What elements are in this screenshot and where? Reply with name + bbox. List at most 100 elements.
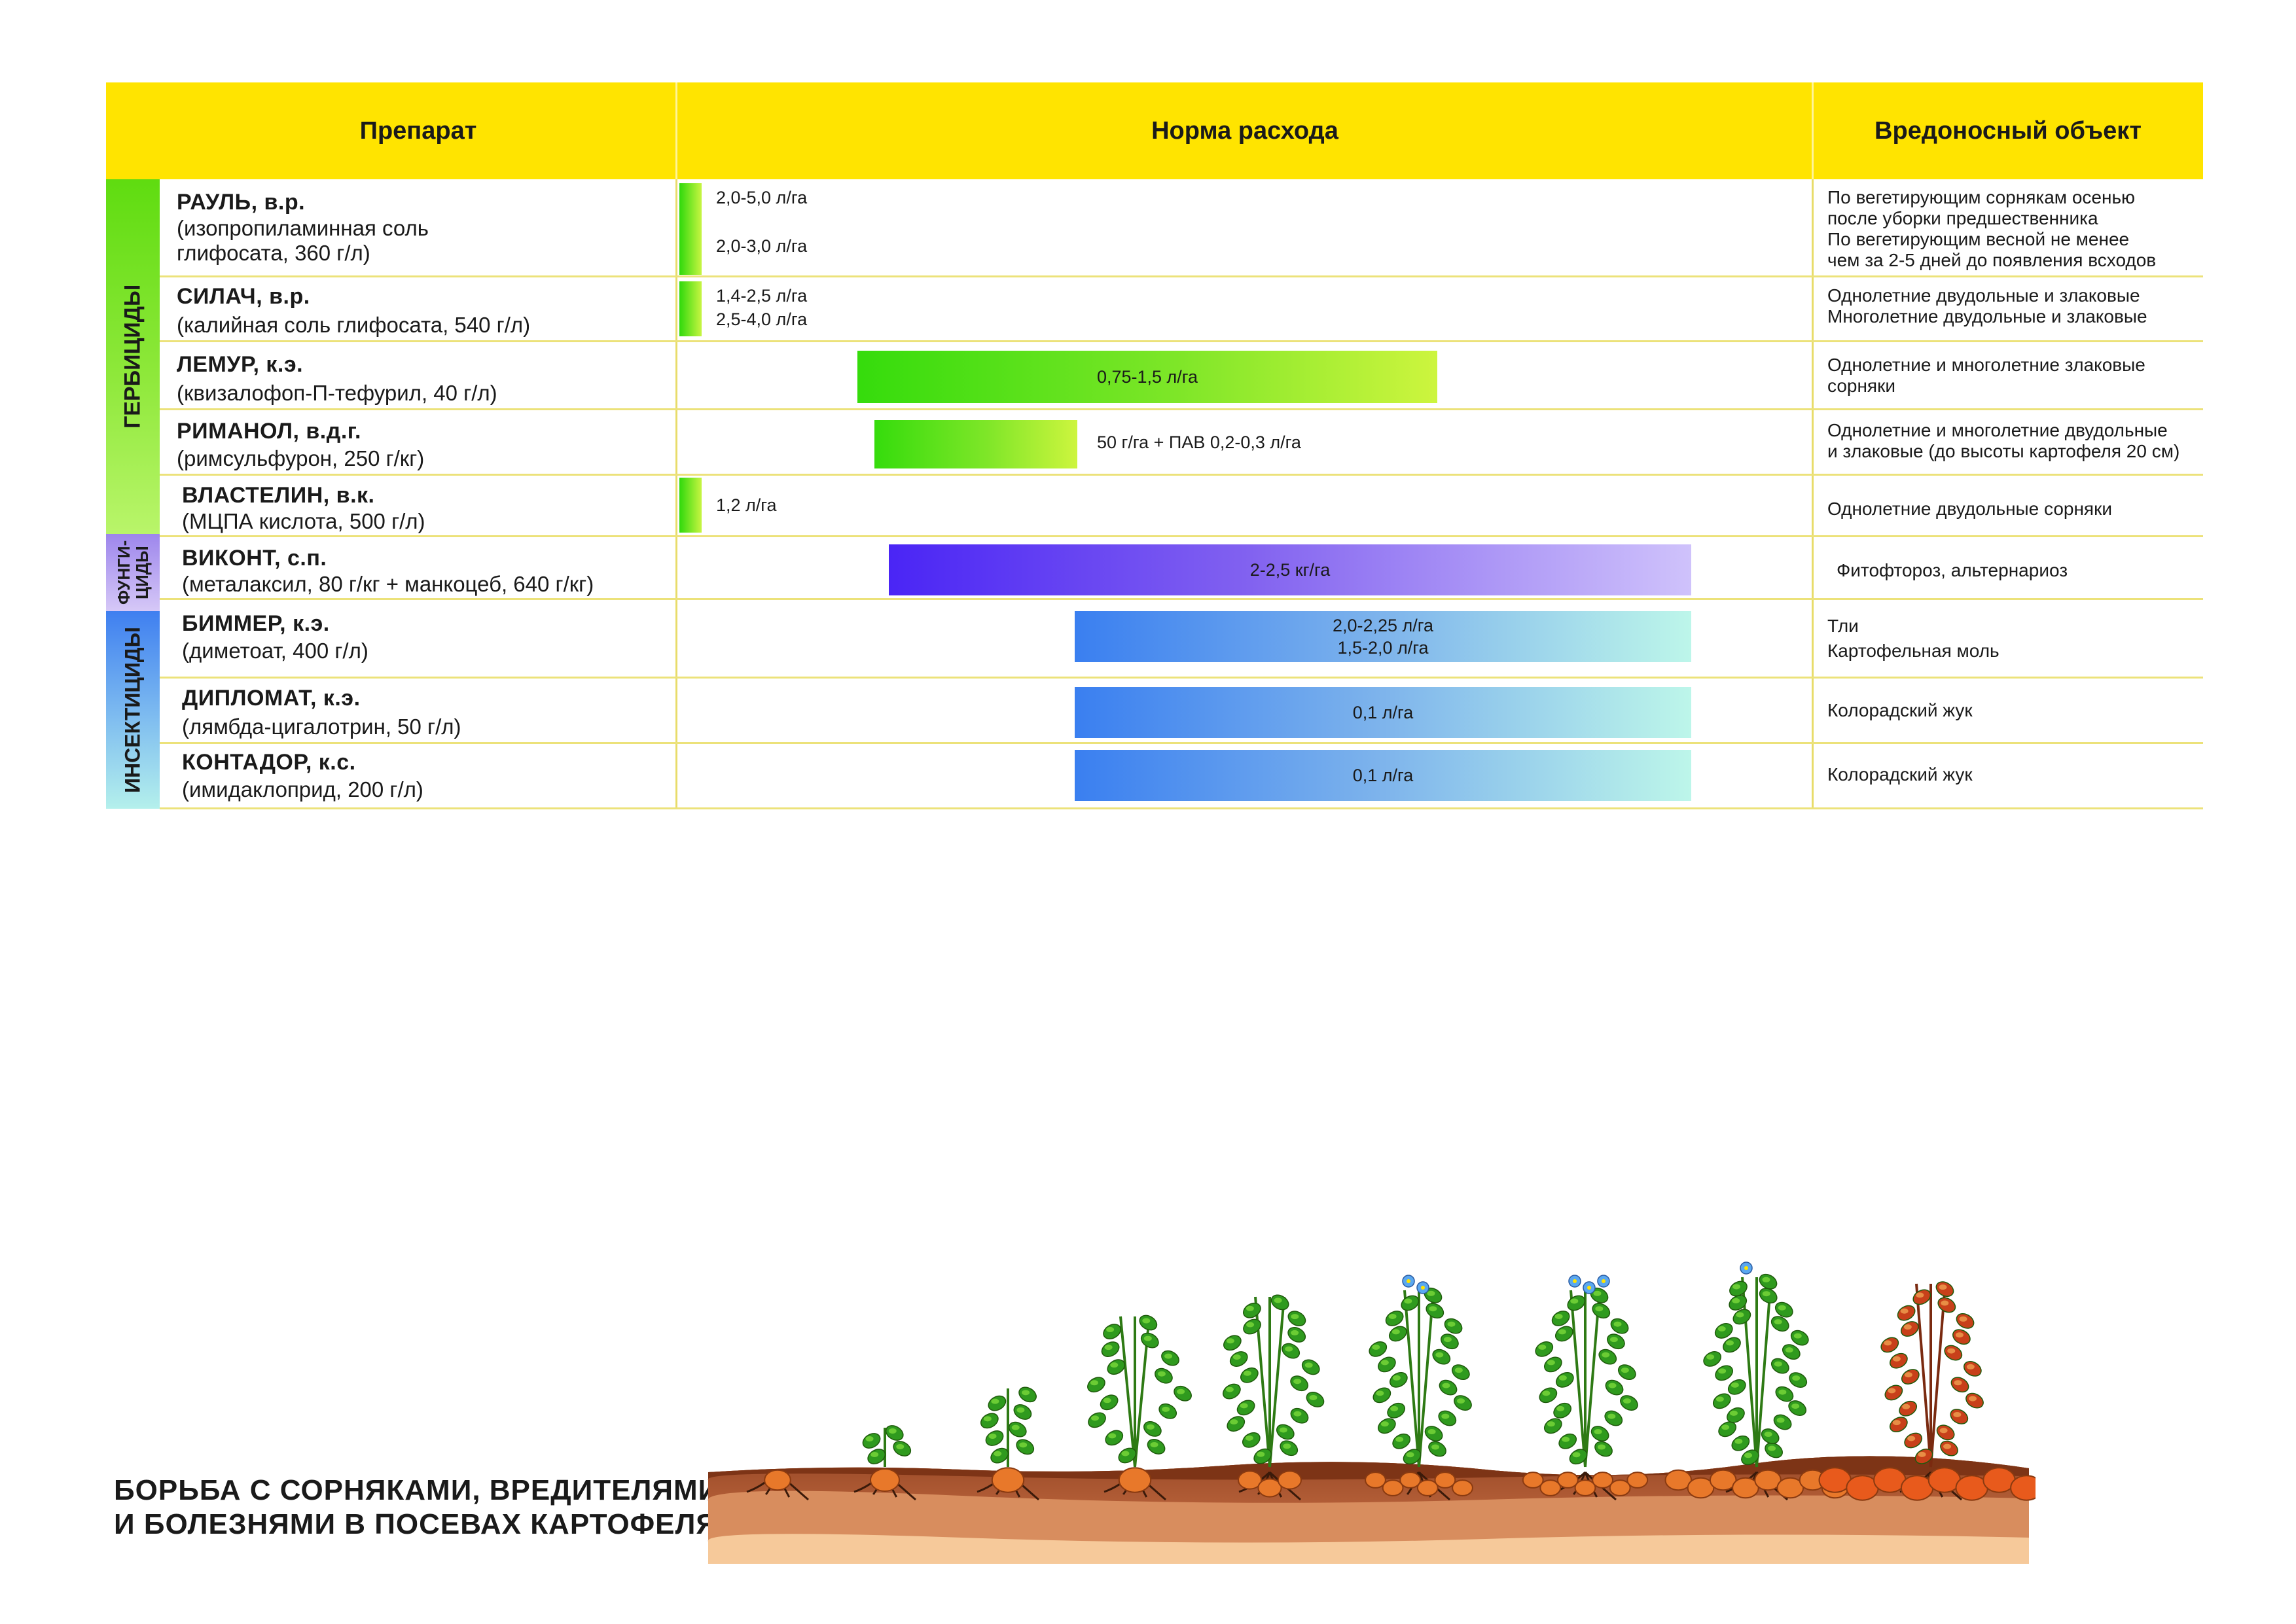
product-ingredient: (калийная соль глифосата, 540 г/л) (177, 313, 531, 337)
plant-leaf-highlight (1732, 1297, 1740, 1303)
plant-leaf-highlight (1243, 1370, 1251, 1376)
plant-leaf-highlight (1441, 1413, 1450, 1419)
plant-leaf-highlight (1091, 1415, 1100, 1421)
plant-leaf-highlight (1562, 1436, 1570, 1442)
group-herbicides: ГЕРБИЦИДЫ (106, 179, 160, 534)
plant-leaf-highlight (1283, 1443, 1291, 1449)
row-divider (160, 535, 2203, 537)
plant-leaf-highlight (1019, 1442, 1028, 1448)
plant-stem (1268, 1296, 1285, 1468)
plant-leaf-highlight (1939, 1428, 1948, 1434)
plant-leaf-highlight (1429, 1306, 1437, 1312)
plant-leaf-highlight (1764, 1432, 1772, 1438)
potato-tuber (1452, 1479, 1473, 1496)
potato-tuber (1539, 1479, 1562, 1496)
group-insecticides: ИНСЕКТИЦИДЫ (106, 611, 160, 809)
target-object: Колорадский жук (1827, 700, 1973, 720)
product-name: КОНТАДОР, к.с. (182, 750, 356, 775)
plant-leaf-highlight (1108, 1433, 1117, 1439)
plant-leaf-highlight (1146, 1424, 1155, 1430)
potato-tuber (1365, 1472, 1386, 1489)
potato-tuber (1732, 1477, 1759, 1499)
column-divider (1812, 179, 1814, 809)
plant-leaf-highlight (1106, 1327, 1115, 1333)
plant-leaf-highlight (1103, 1398, 1111, 1403)
plant-leaf-highlight (1454, 1368, 1463, 1373)
plant-leaf-highlight (983, 1416, 992, 1422)
plant-leaf-highlight (1594, 1429, 1602, 1435)
plant-leaf-highlight (1157, 1371, 1166, 1377)
plant-leaf-highlight (1725, 1340, 1734, 1346)
plant-leaf-highlight (1721, 1424, 1730, 1430)
plant-leaf-highlight (1556, 1405, 1565, 1411)
plant-flower-center (1744, 1266, 1748, 1270)
plant-leaf-highlight (1731, 1382, 1739, 1388)
product-ingredient: (лямбда-цигалотрин, 50 г/л) (182, 715, 461, 739)
product-name: ДИПЛОМАТ, к.э. (182, 686, 361, 711)
plant-leaf-highlight (1953, 1411, 1962, 1417)
row-divider (160, 742, 2203, 744)
plant-leaf-highlight (1011, 1424, 1020, 1430)
plant-leaf-highlight (1744, 1453, 1753, 1458)
plant-leaf-highlight (1607, 1413, 1616, 1419)
plant-leaf-highlight (1778, 1305, 1786, 1311)
plant-leaf-highlight (1774, 1319, 1782, 1325)
plant-leaf-highlight (1392, 1375, 1401, 1381)
plant-leaf-highlight (1558, 1375, 1567, 1381)
rate-bar: 0,1 л/га (1075, 687, 1691, 738)
plant-leaf-highlight (870, 1452, 879, 1457)
plant-leaf-highlight (1164, 1353, 1173, 1359)
header-rate: Норма расхода (1151, 116, 1338, 145)
rate-bar: 0,1 л/га (1075, 750, 1691, 801)
plant-leaf-highlight (1404, 1298, 1412, 1304)
plant-leaf-highlight (1706, 1354, 1715, 1360)
plant-leaf-highlight (1427, 1290, 1435, 1296)
plant-leaf-highlight (1774, 1361, 1782, 1367)
potato-tuber (1238, 1470, 1263, 1490)
plant-leaf-highlight (1447, 1321, 1456, 1327)
potato-tuber (1664, 1469, 1693, 1491)
plant-leaf-highlight (1959, 1316, 1967, 1322)
product-name: ВЛАСТЕЛИН, в.к. (182, 483, 375, 508)
potato-tuber (1609, 1479, 1631, 1496)
plant-leaf-highlight (1110, 1362, 1119, 1368)
plant-leaf-highlight (1892, 1356, 1901, 1362)
plant-leaf-highlight (1090, 1380, 1098, 1386)
header-divider (675, 82, 677, 179)
plant-stem (1929, 1283, 1946, 1468)
plant-leaf-highlight (1245, 1435, 1253, 1441)
plant-leaf-highlight (1177, 1388, 1185, 1394)
rate-bar: 0,75-1,5 л/га (857, 351, 1437, 403)
plant-leaf-highlight (1595, 1306, 1604, 1312)
plant-leaf-highlight (1442, 1383, 1450, 1388)
plant-leaf-highlight (1598, 1444, 1606, 1450)
row-divider (160, 474, 2203, 476)
product-ingredient: (изопропиламинная соль глифосата, 360 г/… (177, 216, 429, 265)
plant-leaf-highlight (1968, 1396, 1977, 1402)
plant-leaf-highlight (1732, 1284, 1740, 1290)
product-ingredient: (МЦПА кислота, 500 г/л) (182, 509, 425, 533)
rate-value: 1,2 л/га (716, 495, 777, 515)
plant-flower-center (1407, 1279, 1410, 1283)
potato-tuber (1416, 1479, 1439, 1496)
plant-leaf-highlight (1792, 1375, 1801, 1381)
plant-stem (1915, 1283, 1932, 1468)
plant-leaf-highlight (1623, 1398, 1631, 1404)
potato-plants (746, 1262, 2036, 1501)
plant-leaf-highlight (1143, 1335, 1152, 1341)
potato-tuber (1399, 1472, 1422, 1489)
rate-value: 1,4-2,5 л/га (716, 286, 808, 306)
plant-leaf-highlight (1279, 1427, 1287, 1433)
plant-stem (1570, 1290, 1587, 1468)
row-divider (160, 807, 2203, 809)
potato-tuber (1709, 1469, 1737, 1491)
rate-bar (679, 281, 702, 336)
plant-leaf-highlight (1291, 1314, 1299, 1320)
rate-value: 2,5-4,0 л/га (716, 309, 808, 329)
plant-flower-center (1602, 1279, 1605, 1283)
plant-leaf-highlight (1609, 1337, 1618, 1343)
plant-leaf-highlight (1257, 1451, 1265, 1457)
plant-leaf-highlight (1246, 1322, 1255, 1328)
plant-leaf-highlight (1104, 1345, 1113, 1350)
plant-leaf-highlight (1900, 1308, 1909, 1314)
